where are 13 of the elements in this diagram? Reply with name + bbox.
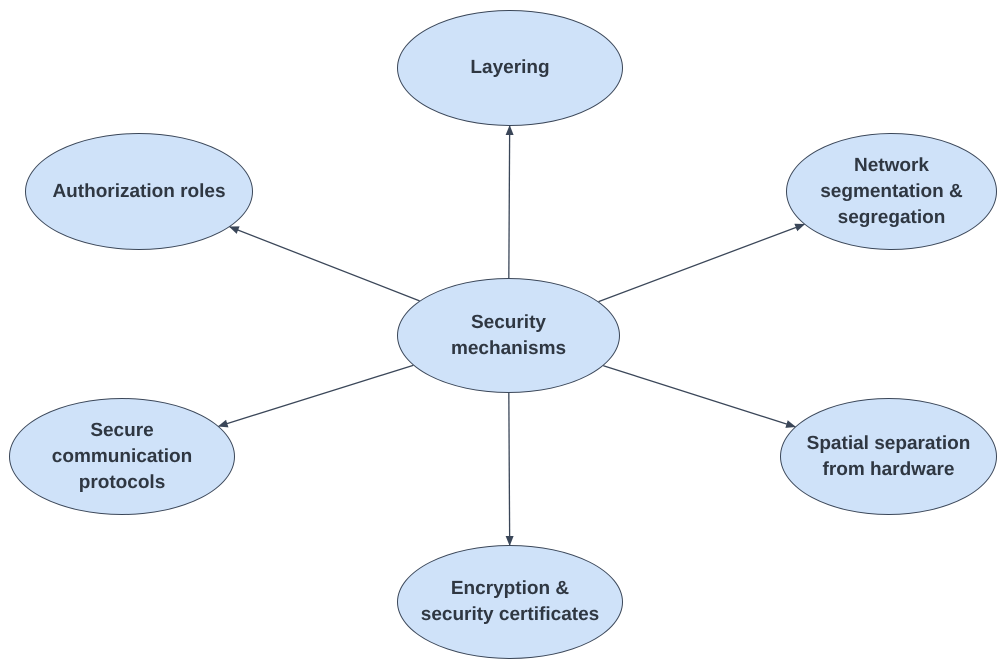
arrow — [506, 125, 514, 278]
node-label: Spatial separation from hardware — [806, 432, 972, 482]
arrow — [218, 364, 414, 428]
node-label: Authorization roles — [52, 180, 226, 204]
arrow — [598, 224, 806, 302]
arrow — [603, 365, 796, 428]
node-label: Secure communication protocols — [50, 418, 194, 494]
node-label: Security mechanisms — [450, 310, 568, 360]
node-label: Encryption & security certificates — [420, 577, 600, 627]
arrow — [228, 226, 420, 302]
node-label: Layering — [470, 56, 550, 80]
node-label: Network segmentation & segregation — [819, 154, 964, 230]
arrow — [506, 393, 514, 546]
